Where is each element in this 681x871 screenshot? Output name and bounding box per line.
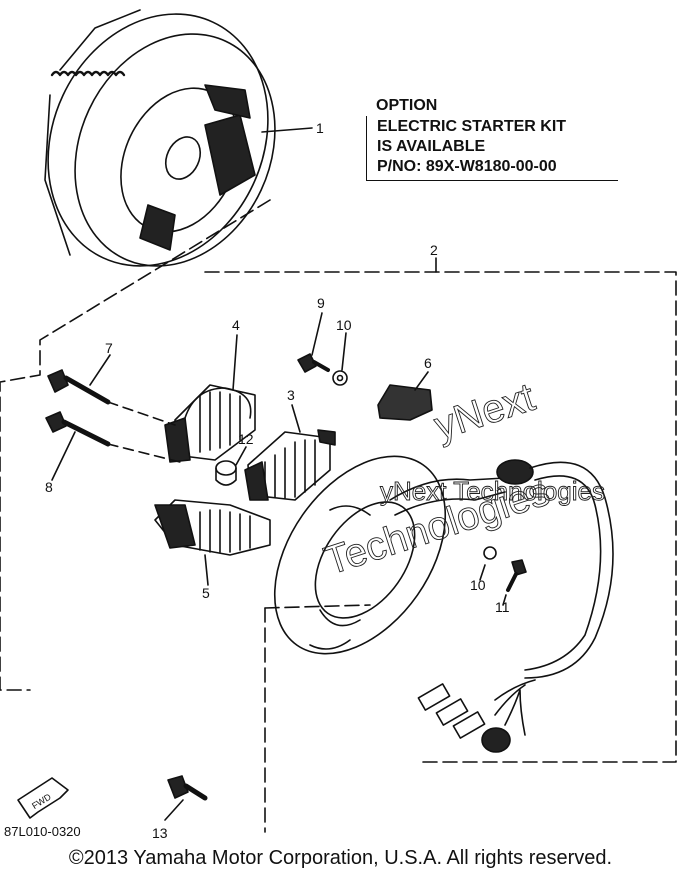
washer-part-10-top xyxy=(332,370,348,386)
option-line-1: ELECTRIC STARTER KIT xyxy=(377,118,567,135)
stator-assembly-outline xyxy=(0,199,677,833)
watermark-line-2: yNext xyxy=(429,375,540,448)
bolt-part-13 xyxy=(167,775,208,801)
bolt-part-7 xyxy=(47,369,111,405)
bolt-part-8 xyxy=(45,411,111,447)
callout-8: 8 xyxy=(45,479,53,495)
fwd-label: FWD xyxy=(30,791,53,811)
coil-part-3 xyxy=(244,429,336,501)
option-line-2: IS AVAILABLE xyxy=(377,138,486,155)
copyright-notice: ©2013 Yamaha Motor Corporation, U.S.A. A… xyxy=(68,847,613,869)
coil-part-5 xyxy=(154,499,271,556)
watermark-line-1: yNext Technologies xyxy=(380,476,605,506)
callout-10-right: 10 xyxy=(470,577,486,593)
spacer-part-12 xyxy=(215,460,237,486)
callout-5: 5 xyxy=(202,585,210,601)
screw-part-9 xyxy=(297,353,330,373)
callout-10-top: 10 xyxy=(336,317,352,333)
callout-6: 6 xyxy=(424,355,432,371)
connector-part-6 xyxy=(377,384,433,421)
option-note: OPTION ELECTRIC STARTER KIT IS AVAILABLE… xyxy=(366,96,618,181)
callout-1: 1 xyxy=(316,120,324,136)
callout-2: 2 xyxy=(430,242,438,258)
callout-11: 11 xyxy=(495,599,510,615)
callout-12: 12 xyxy=(238,431,254,447)
option-box: ELECTRIC STARTER KIT IS AVAILABLE P/NO: … xyxy=(366,116,618,181)
callout-7: 7 xyxy=(105,340,113,356)
stator-base-plate xyxy=(273,455,506,655)
wiring-harness xyxy=(417,459,614,753)
coil-part-4 xyxy=(164,384,256,463)
callout-9: 9 xyxy=(317,295,325,311)
washer-part-10-right xyxy=(483,546,497,560)
flywheel-part xyxy=(44,9,276,267)
callout-leader-1 xyxy=(261,127,313,133)
callout-4: 4 xyxy=(232,317,240,333)
screw-part-11 xyxy=(506,559,527,592)
callout-13: 13 xyxy=(152,825,168,841)
drawing-code: 87L010-0320 xyxy=(4,824,81,839)
fwd-arrow-icon xyxy=(17,777,69,819)
callout-3: 3 xyxy=(287,387,295,403)
option-line-3: P/NO: 89X-W8180-00-00 xyxy=(377,158,557,175)
option-title: OPTION xyxy=(376,97,438,114)
